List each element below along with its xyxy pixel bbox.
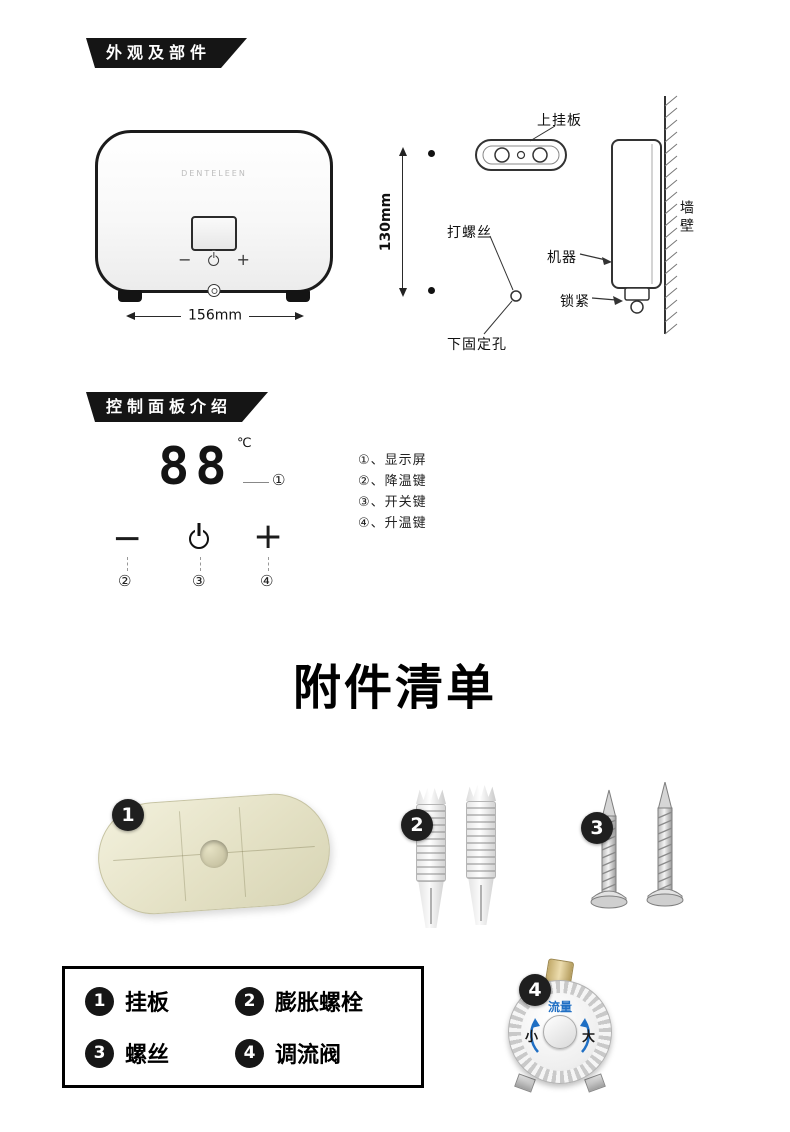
badge-4: 4 — [519, 974, 551, 1006]
label-upper-plate: 上挂板 — [537, 113, 582, 129]
legend-num-2: 2 — [235, 986, 264, 1016]
section-panel-header: 控制面板介绍 — [86, 392, 268, 422]
legend-item-valve: 4 调流阀 — [235, 1037, 413, 1069]
power-icon — [208, 254, 220, 266]
device-foot-right — [286, 290, 310, 302]
legend-label-plate: 挂板 — [125, 991, 170, 1016]
section-appearance-header: 外观及部件 — [86, 38, 247, 68]
panel-temp-up-key: + — [253, 516, 284, 557]
anchor-body — [466, 801, 496, 879]
device-controls: − + — [178, 250, 250, 269]
panel-legend: ①、显示屏 ②、降温键 ③、开关键 ④、升温键 — [358, 450, 427, 534]
width-dimension: 156mm — [126, 307, 304, 325]
legend-item-anchor: 2 膨胀螺栓 — [235, 985, 413, 1017]
callout-1: ① — [272, 471, 286, 489]
callout-dash-line — [268, 557, 269, 571]
legend-label-screw: 螺丝 — [125, 1043, 170, 1068]
panel-power-icon — [189, 529, 209, 549]
valve-flow-label: 流量 — [547, 1000, 572, 1014]
device-display-window — [191, 216, 237, 251]
height-dimension-label: 130mm — [378, 192, 394, 252]
callout-3: ③ — [192, 572, 206, 590]
badge-1: 1 — [112, 799, 144, 831]
legend-line-power: ③、开关键 — [358, 495, 427, 510]
legend-item-plate: 1 挂板 — [85, 985, 235, 1017]
label-lower-fixing-hole: 下固定孔 — [447, 337, 507, 353]
anchor-tip — [468, 879, 494, 925]
callout-line-display — [243, 482, 269, 483]
width-dimension-label: 156mm — [181, 307, 249, 324]
legend-num-4: 4 — [235, 1038, 264, 1068]
anchor-crown — [466, 785, 496, 801]
legend-line-display: ①、显示屏 — [358, 453, 427, 468]
callout-dash-line — [200, 557, 201, 571]
accessories-legend: 1 挂板 2 膨胀螺栓 3 螺丝 4 调流阀 — [62, 966, 424, 1088]
mount-point-bottom-dot — [428, 287, 435, 294]
arrow-down-icon — [398, 288, 407, 297]
legend-line-temp-up: ④、升温键 — [358, 516, 427, 531]
legend-label-anchor: 膨胀螺栓 — [275, 991, 364, 1016]
accessories-title: 附件清单 — [292, 660, 497, 716]
legend-num-1: 1 — [85, 986, 114, 1016]
legend-num-3: 3 — [85, 1038, 114, 1068]
valve-center-knob — [543, 1015, 577, 1049]
valve-min-label: 小 — [525, 1030, 539, 1045]
section-panel-title: 控制面板介绍 — [106, 397, 233, 416]
callout-dash-line — [127, 557, 128, 571]
callout-4: ④ — [260, 572, 274, 590]
label-wall: 墙壁 — [678, 200, 694, 236]
section-appearance-title: 外观及部件 — [106, 43, 212, 62]
arrow-up-icon — [398, 147, 407, 156]
legend-item-screw: 3 螺丝 — [85, 1037, 235, 1069]
device-front-view: DENTELEEN − + — [95, 130, 333, 302]
valve-max-label: 大 — [581, 1030, 595, 1045]
label-lock: 锁紧 — [560, 294, 590, 310]
legend-line-temp-down: ②、降温键 — [358, 474, 427, 489]
screws-photo — [590, 782, 684, 909]
arrow-left-icon — [126, 312, 135, 320]
plate-center-hole — [199, 839, 229, 869]
device-foot-left — [118, 290, 142, 302]
anchor-tip — [418, 882, 444, 928]
label-machine: 机器 — [547, 250, 577, 266]
panel-unit-label: ℃ — [237, 436, 252, 451]
panel-display-value: 88 — [158, 437, 233, 497]
height-dimension: 130mm — [378, 146, 444, 298]
device-brand-label: DENTELEEN — [181, 169, 247, 178]
install-diagram — [475, 95, 678, 335]
flow-valve-photo: 流量 小 大 — [498, 958, 622, 1093]
device-minus-label: − — [178, 250, 192, 269]
anchor-crown — [416, 788, 446, 804]
label-drive-screw: 打螺丝 — [447, 225, 492, 241]
panel-temp-down-key: − — [112, 518, 143, 559]
badge-2: 2 — [401, 809, 433, 841]
legend-label-valve: 调流阀 — [275, 1043, 342, 1068]
badge-3: 3 — [581, 812, 613, 844]
device-bottom-outlet — [207, 284, 221, 297]
valve-flow-arrows — [530, 1018, 590, 1053]
mount-point-top-dot — [428, 150, 435, 157]
device-plus-label: + — [236, 250, 250, 269]
dimension-line — [402, 155, 403, 289]
expansion-anchor-photo — [466, 785, 496, 927]
callout-2: ② — [118, 572, 132, 590]
arrow-right-icon — [295, 312, 304, 320]
